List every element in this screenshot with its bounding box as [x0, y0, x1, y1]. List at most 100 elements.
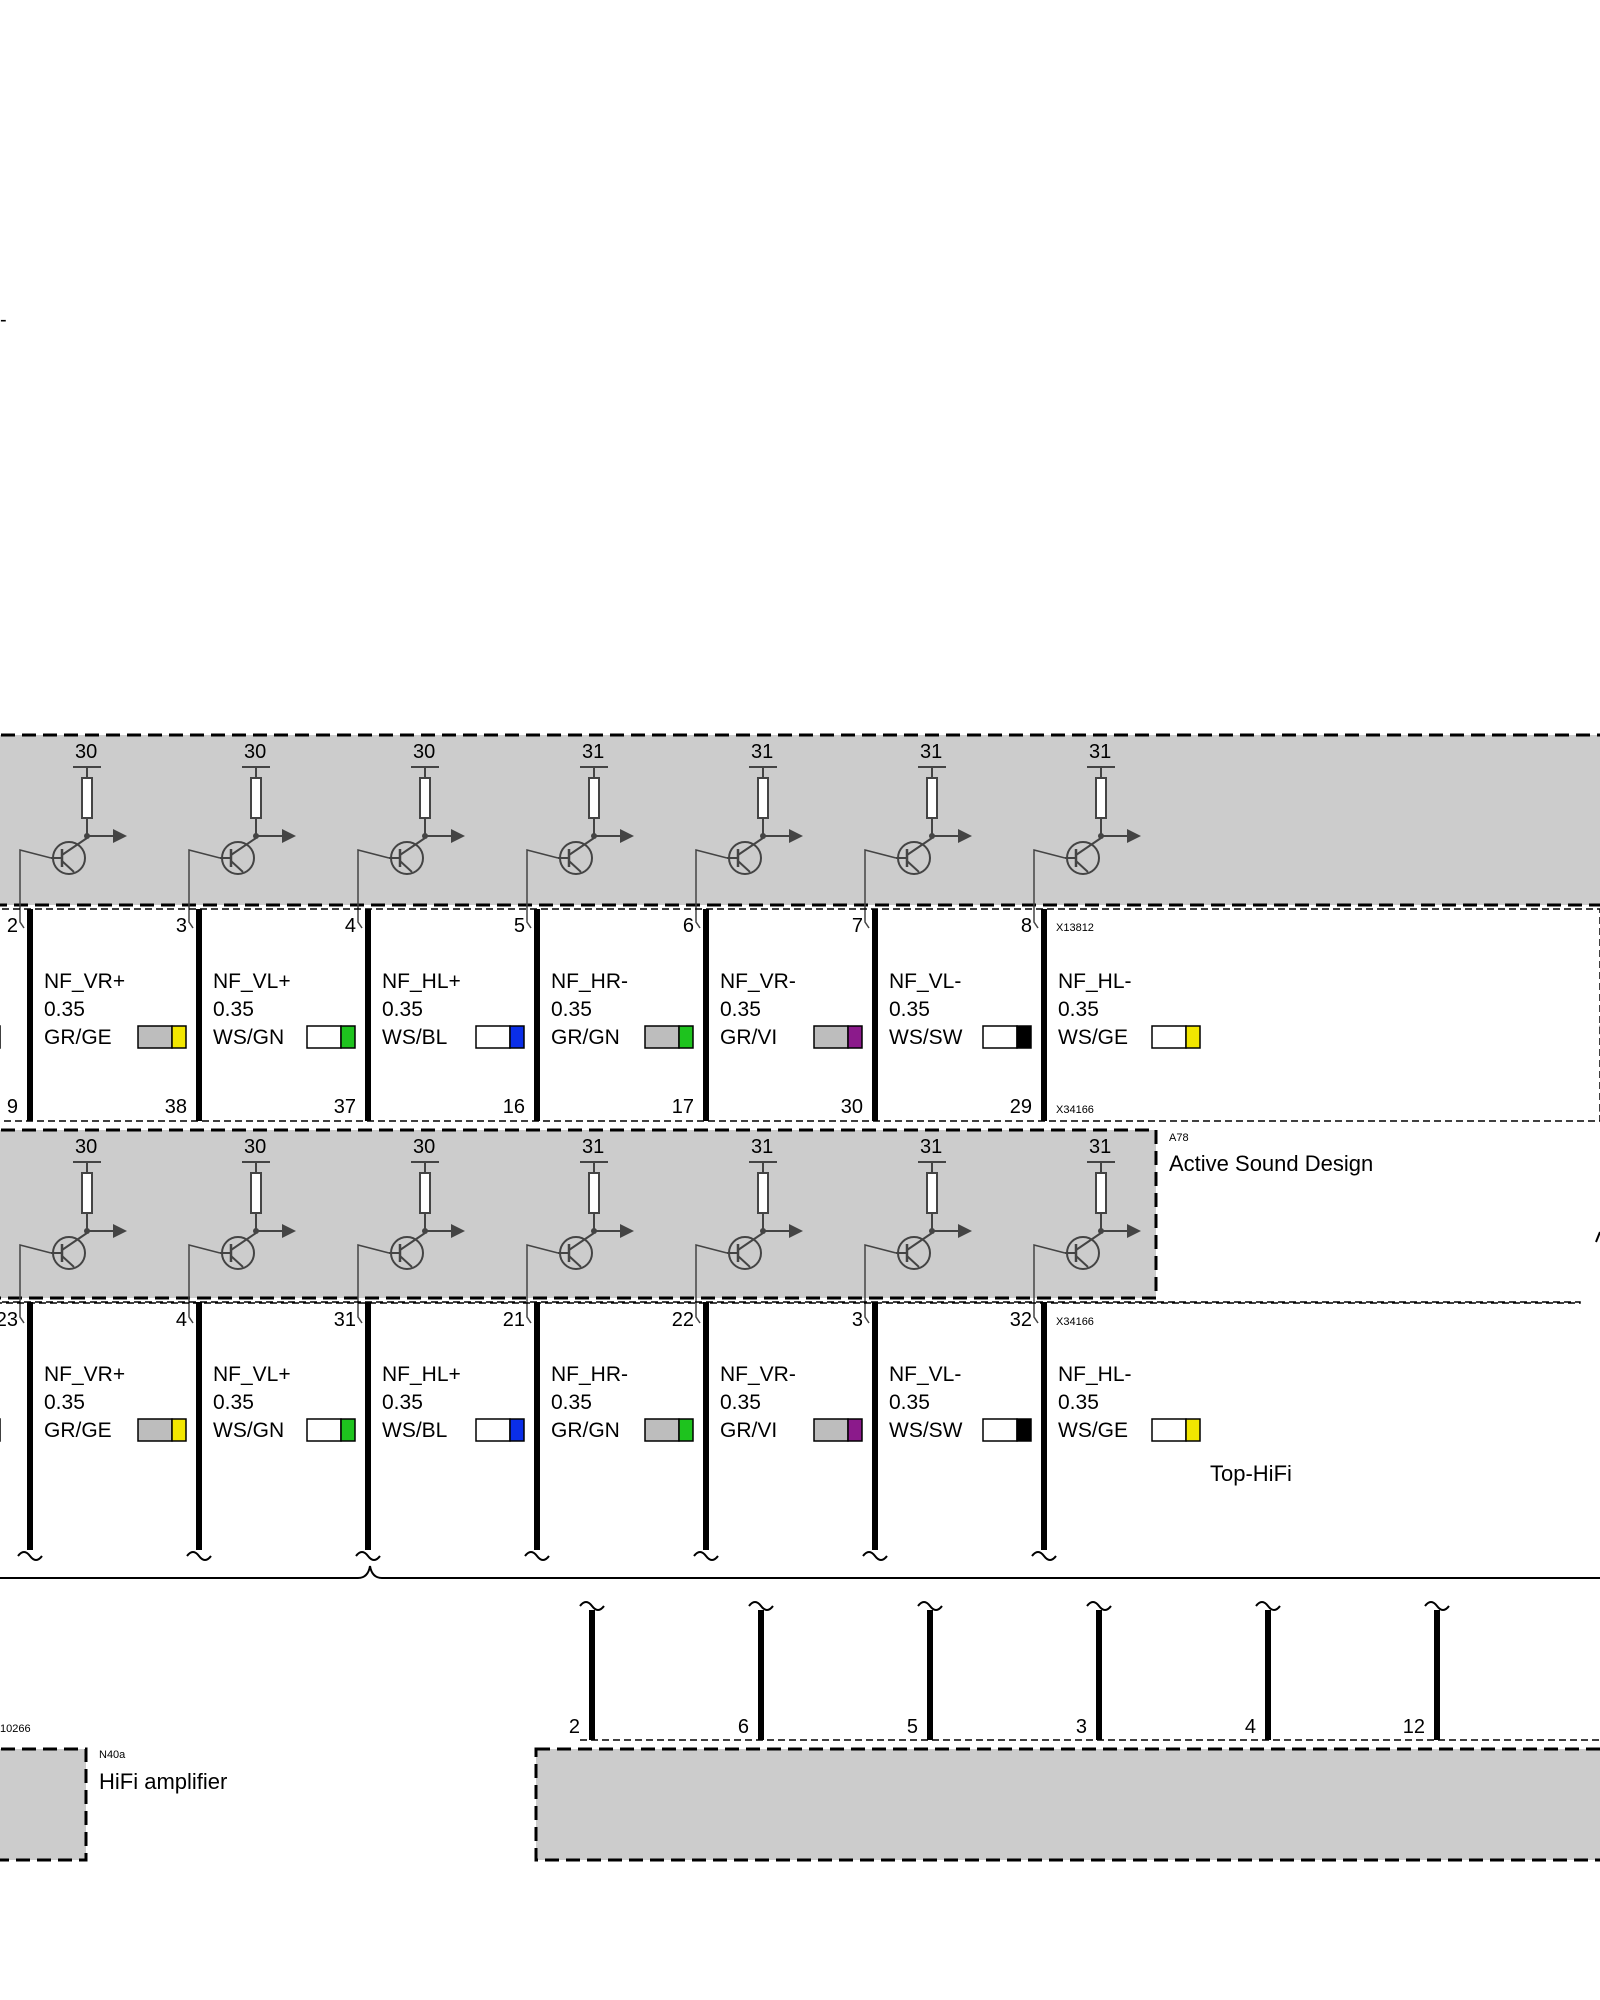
connector-x34166-upper-code: X34166: [1056, 1104, 1094, 1116]
stage-feed-line: [357, 1244, 390, 1324]
pin-number: 12: [1403, 1716, 1425, 1738]
connector-x13812-code: X13812: [1056, 922, 1094, 934]
wire-color-swatch-base: [982, 1418, 1018, 1442]
transistor-emitter: [906, 1255, 920, 1268]
stage-feed-line: [864, 1244, 897, 1324]
output-arrow-icon: [958, 829, 972, 843]
wire-color-code: WS/BL: [382, 1419, 447, 1442]
wire-color-code: WS/GN: [213, 1026, 284, 1049]
transistor-collector: [906, 837, 933, 856]
wire-signal: NF_VR+: [44, 970, 125, 993]
output-stage-3: 30: [357, 741, 465, 929]
output-arrow-icon: [620, 1224, 634, 1238]
pin-number: 6: [683, 915, 694, 937]
wire-signal: NF_HL+: [382, 1363, 461, 1386]
pin-number: 9: [7, 1096, 18, 1118]
stage-feed-line: [1033, 849, 1066, 929]
wire-size: 0.35: [1058, 998, 1099, 1021]
pin-number: 5: [514, 915, 525, 937]
wire-break-mark: [17, 1551, 43, 1561]
stage-feed-line: [19, 1244, 52, 1324]
pin-number: 37: [334, 1096, 356, 1118]
module-a78-code: A78: [1169, 1132, 1189, 1144]
transistor-emitter: [230, 860, 244, 873]
transistor-emitter: [230, 1255, 244, 1268]
stage-feed-line: [1033, 1244, 1066, 1324]
wire-color-swatch-stripe: [847, 1025, 863, 1049]
wire-color-swatch-base: [1151, 1025, 1187, 1049]
wire-color-code: GR/GE: [44, 1419, 112, 1442]
transistor-emitter: [1075, 860, 1089, 873]
wire-color-swatch-base: [982, 1025, 1018, 1049]
output-arrow-icon: [113, 1224, 127, 1238]
wire-size: 0.35: [382, 998, 423, 1021]
transistor-collector: [61, 1232, 88, 1251]
wire-color-swatch-base: [1151, 1418, 1187, 1442]
wire-signal: NF_HR-: [551, 970, 628, 993]
stage-feed-line: [695, 849, 728, 929]
supply-label: 30: [75, 1136, 97, 1158]
wire-signal: NF_HL-: [1058, 970, 1132, 993]
wire-color-swatch-stripe: [1016, 1418, 1032, 1442]
output-stage-7: 31: [1033, 741, 1141, 929]
transistor-collector: [399, 1232, 426, 1251]
resistor-symbol: [81, 1172, 93, 1214]
pin-number: 4: [176, 1309, 187, 1331]
transistor-emitter: [568, 1255, 582, 1268]
wire-signal: NF_VL-: [889, 1363, 961, 1386]
pin-number: 29: [1010, 1096, 1032, 1118]
amplifier-wire-5: 4: [1245, 1601, 1281, 1740]
output-arrow-icon: [1127, 829, 1141, 843]
pin-number: 8: [1021, 915, 1032, 937]
wire-size: 0.35: [551, 1391, 592, 1414]
resistor-symbol: [926, 1172, 938, 1214]
supply-label: 31: [751, 1136, 773, 1158]
wire-break-mark: [693, 1551, 719, 1561]
supply-label: 30: [75, 741, 97, 763]
supply-label: 31: [920, 741, 942, 763]
wire-break-mark: [1086, 1601, 1112, 1611]
amplifier-code: N40a: [99, 1749, 126, 1761]
amplifier-right-box: [534, 1747, 1600, 1862]
resistor-symbol: [1095, 777, 1107, 819]
output-arrow-icon: [113, 829, 127, 843]
output-stage-3: 30: [357, 1136, 465, 1324]
output-stage-6: 31: [864, 1136, 972, 1324]
wire-color-code: WS/GE: [1058, 1419, 1128, 1442]
wire-color-swatch-stripe: [171, 1025, 187, 1049]
transistor-collector: [1075, 1232, 1102, 1251]
supply-label: 30: [244, 1136, 266, 1158]
resistor-symbol: [419, 777, 431, 819]
output-stage-1: 30: [19, 741, 127, 929]
wire-color-swatch-stripe: [340, 1418, 356, 1442]
stage-feed-line: [526, 849, 559, 929]
wire-size: 0.35: [213, 998, 254, 1021]
output-arrow-icon: [282, 1224, 296, 1238]
wire-color-swatch-base: [813, 1025, 849, 1049]
amplifier-wire-2: 6: [738, 1601, 774, 1740]
transistor-emitter: [906, 860, 920, 873]
output-stage-4: 31: [526, 741, 634, 929]
wire-break-mark: [1031, 1551, 1057, 1561]
wire-size: 0.35: [889, 998, 930, 1021]
wire-signal: NF_VL+: [213, 970, 291, 993]
wire-size: 0.35: [1058, 1391, 1099, 1414]
wire-color-swatch-stripe: [847, 1418, 863, 1442]
offpage-arrow-mark: [1595, 1231, 1600, 1243]
supply-label: 31: [751, 741, 773, 763]
pin-number: 7: [852, 915, 863, 937]
wires-lower: NF_VR+0.35GR/GENF_VL+0.35WS/GNNF_HL+0.35…: [0, 1302, 1201, 1561]
output-stage-6: 31: [864, 741, 972, 929]
stage-feed-line: [526, 1244, 559, 1324]
